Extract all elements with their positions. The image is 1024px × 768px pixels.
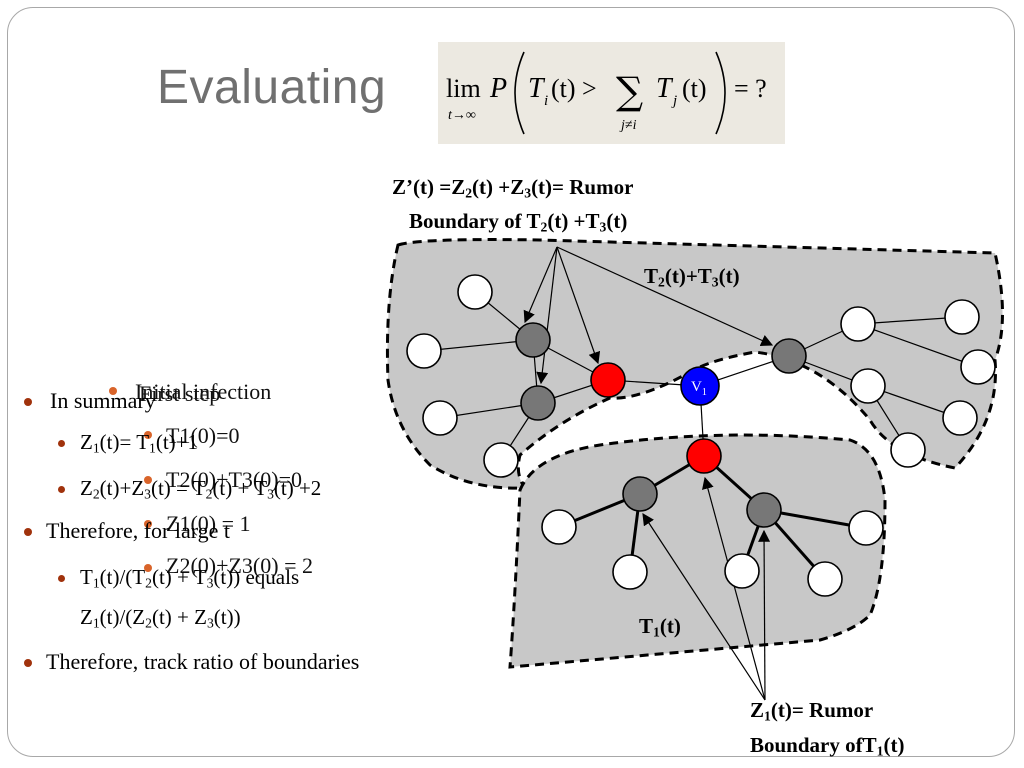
lower-region <box>508 433 887 669</box>
node-white <box>848 510 884 546</box>
formula-t-arg2: (t) <box>682 74 707 103</box>
overlay-bullet <box>144 520 152 528</box>
arrows <box>523 246 774 701</box>
boundary-nodes <box>515 322 807 528</box>
formula-tj-sub: j <box>671 93 677 109</box>
node-white <box>942 400 978 436</box>
formula-p: P <box>489 73 507 104</box>
formula-ti-sub: i <box>544 93 548 109</box>
formula-t-arg1: (t) > <box>551 74 597 103</box>
formula-sum: ∑ <box>616 69 643 113</box>
node-boundary <box>515 322 551 358</box>
formula-left-paren <box>514 51 525 135</box>
node-white <box>541 509 577 545</box>
node-infected <box>686 438 722 474</box>
node-white <box>840 306 876 342</box>
node-boundary <box>520 385 556 421</box>
lower-region-label: T1(t) <box>639 614 681 640</box>
bullet-dot <box>24 659 32 667</box>
bullet-in-summary: In summary <box>50 388 156 413</box>
node-white <box>406 333 442 369</box>
node-boundary <box>622 476 658 512</box>
node-white <box>612 554 648 590</box>
node-boundary <box>771 338 807 374</box>
bullet-track-ratio: Therefore, track ratio of boundaries <box>46 649 360 674</box>
overlay-t23: T2(0)+T3(0)=0 <box>166 467 302 492</box>
node-white <box>944 299 980 335</box>
node-white <box>483 442 519 478</box>
formula-lim: lim <box>446 74 481 103</box>
bullet-ratio-line2: Z1(t)/(Z2(t) + Z3(t)) <box>80 605 241 631</box>
bullet-therefore-large-t: Therefore, for large t <box>46 518 231 543</box>
overlay-z23: Z2(0)+Z3(0) = 2 <box>166 553 313 578</box>
overlay-bullet <box>144 431 152 439</box>
node-white <box>890 432 926 468</box>
formula-tj: T <box>656 73 674 104</box>
bullet-dot <box>24 398 32 406</box>
formula-right-paren <box>715 51 726 135</box>
bullet-ratio-line1: T1(t)/(T2(t) + T3(t)) equals <box>80 565 300 591</box>
bottom-boundary-label-line2: Boundary ofT1(t) <box>750 733 905 759</box>
v1-label: V1 <box>691 379 707 398</box>
formula-sum-sub: j≠i <box>619 118 637 133</box>
limit-formula: lim t→∞ P T i (t) > ∑ j≠i T j (t) = ? <box>438 42 785 144</box>
node-white <box>807 561 843 597</box>
node-boundary <box>746 492 782 528</box>
overlay-t1: T1(0)=0 <box>166 423 240 448</box>
overlay-first-step: First step <box>139 381 221 406</box>
node-white <box>724 553 760 589</box>
bullet-z23-eq: Z2(t)+Z3(t) = T2(t) + T3(t) +2 <box>80 476 322 502</box>
overlay-z1: Z1(0) = 1 <box>166 511 251 536</box>
overlay-initial-infection: Initial infection <box>135 379 272 404</box>
overlay-bullet <box>144 476 152 484</box>
bullet-dot <box>58 440 65 447</box>
top-boundary-label: Z’(t) =Z2(t) +Z3(t)= Rumor <box>392 175 634 201</box>
bottom-boundary-label: Z1(t)= Rumor <box>750 698 874 724</box>
bullet-dot <box>24 528 32 536</box>
overlay-bullet <box>109 387 117 395</box>
slide-title: Evaluating <box>157 61 387 114</box>
node-white <box>850 368 886 404</box>
formula-lim-sub: t→∞ <box>448 108 476 123</box>
upper-region-label: T2(t)+T3(t) <box>644 264 740 290</box>
overlay-bullet <box>144 564 152 572</box>
top-boundary-label-line2: Boundary of T2(t) +T3(t) <box>409 209 628 235</box>
node-white <box>960 349 996 385</box>
node-white <box>457 274 493 310</box>
node-infected <box>590 362 626 398</box>
formula-equals: = ? <box>734 74 767 103</box>
formula-ti: T <box>528 73 546 104</box>
node-white <box>422 400 458 436</box>
node-source-v1 <box>680 366 720 406</box>
bullet-dot <box>58 486 65 493</box>
bullet-dot <box>58 575 65 582</box>
infected-nodes <box>590 362 722 474</box>
bullet-z1-eq: Z1(t)= T1(t)+1 <box>80 430 199 456</box>
uninfected-nodes <box>406 274 996 597</box>
